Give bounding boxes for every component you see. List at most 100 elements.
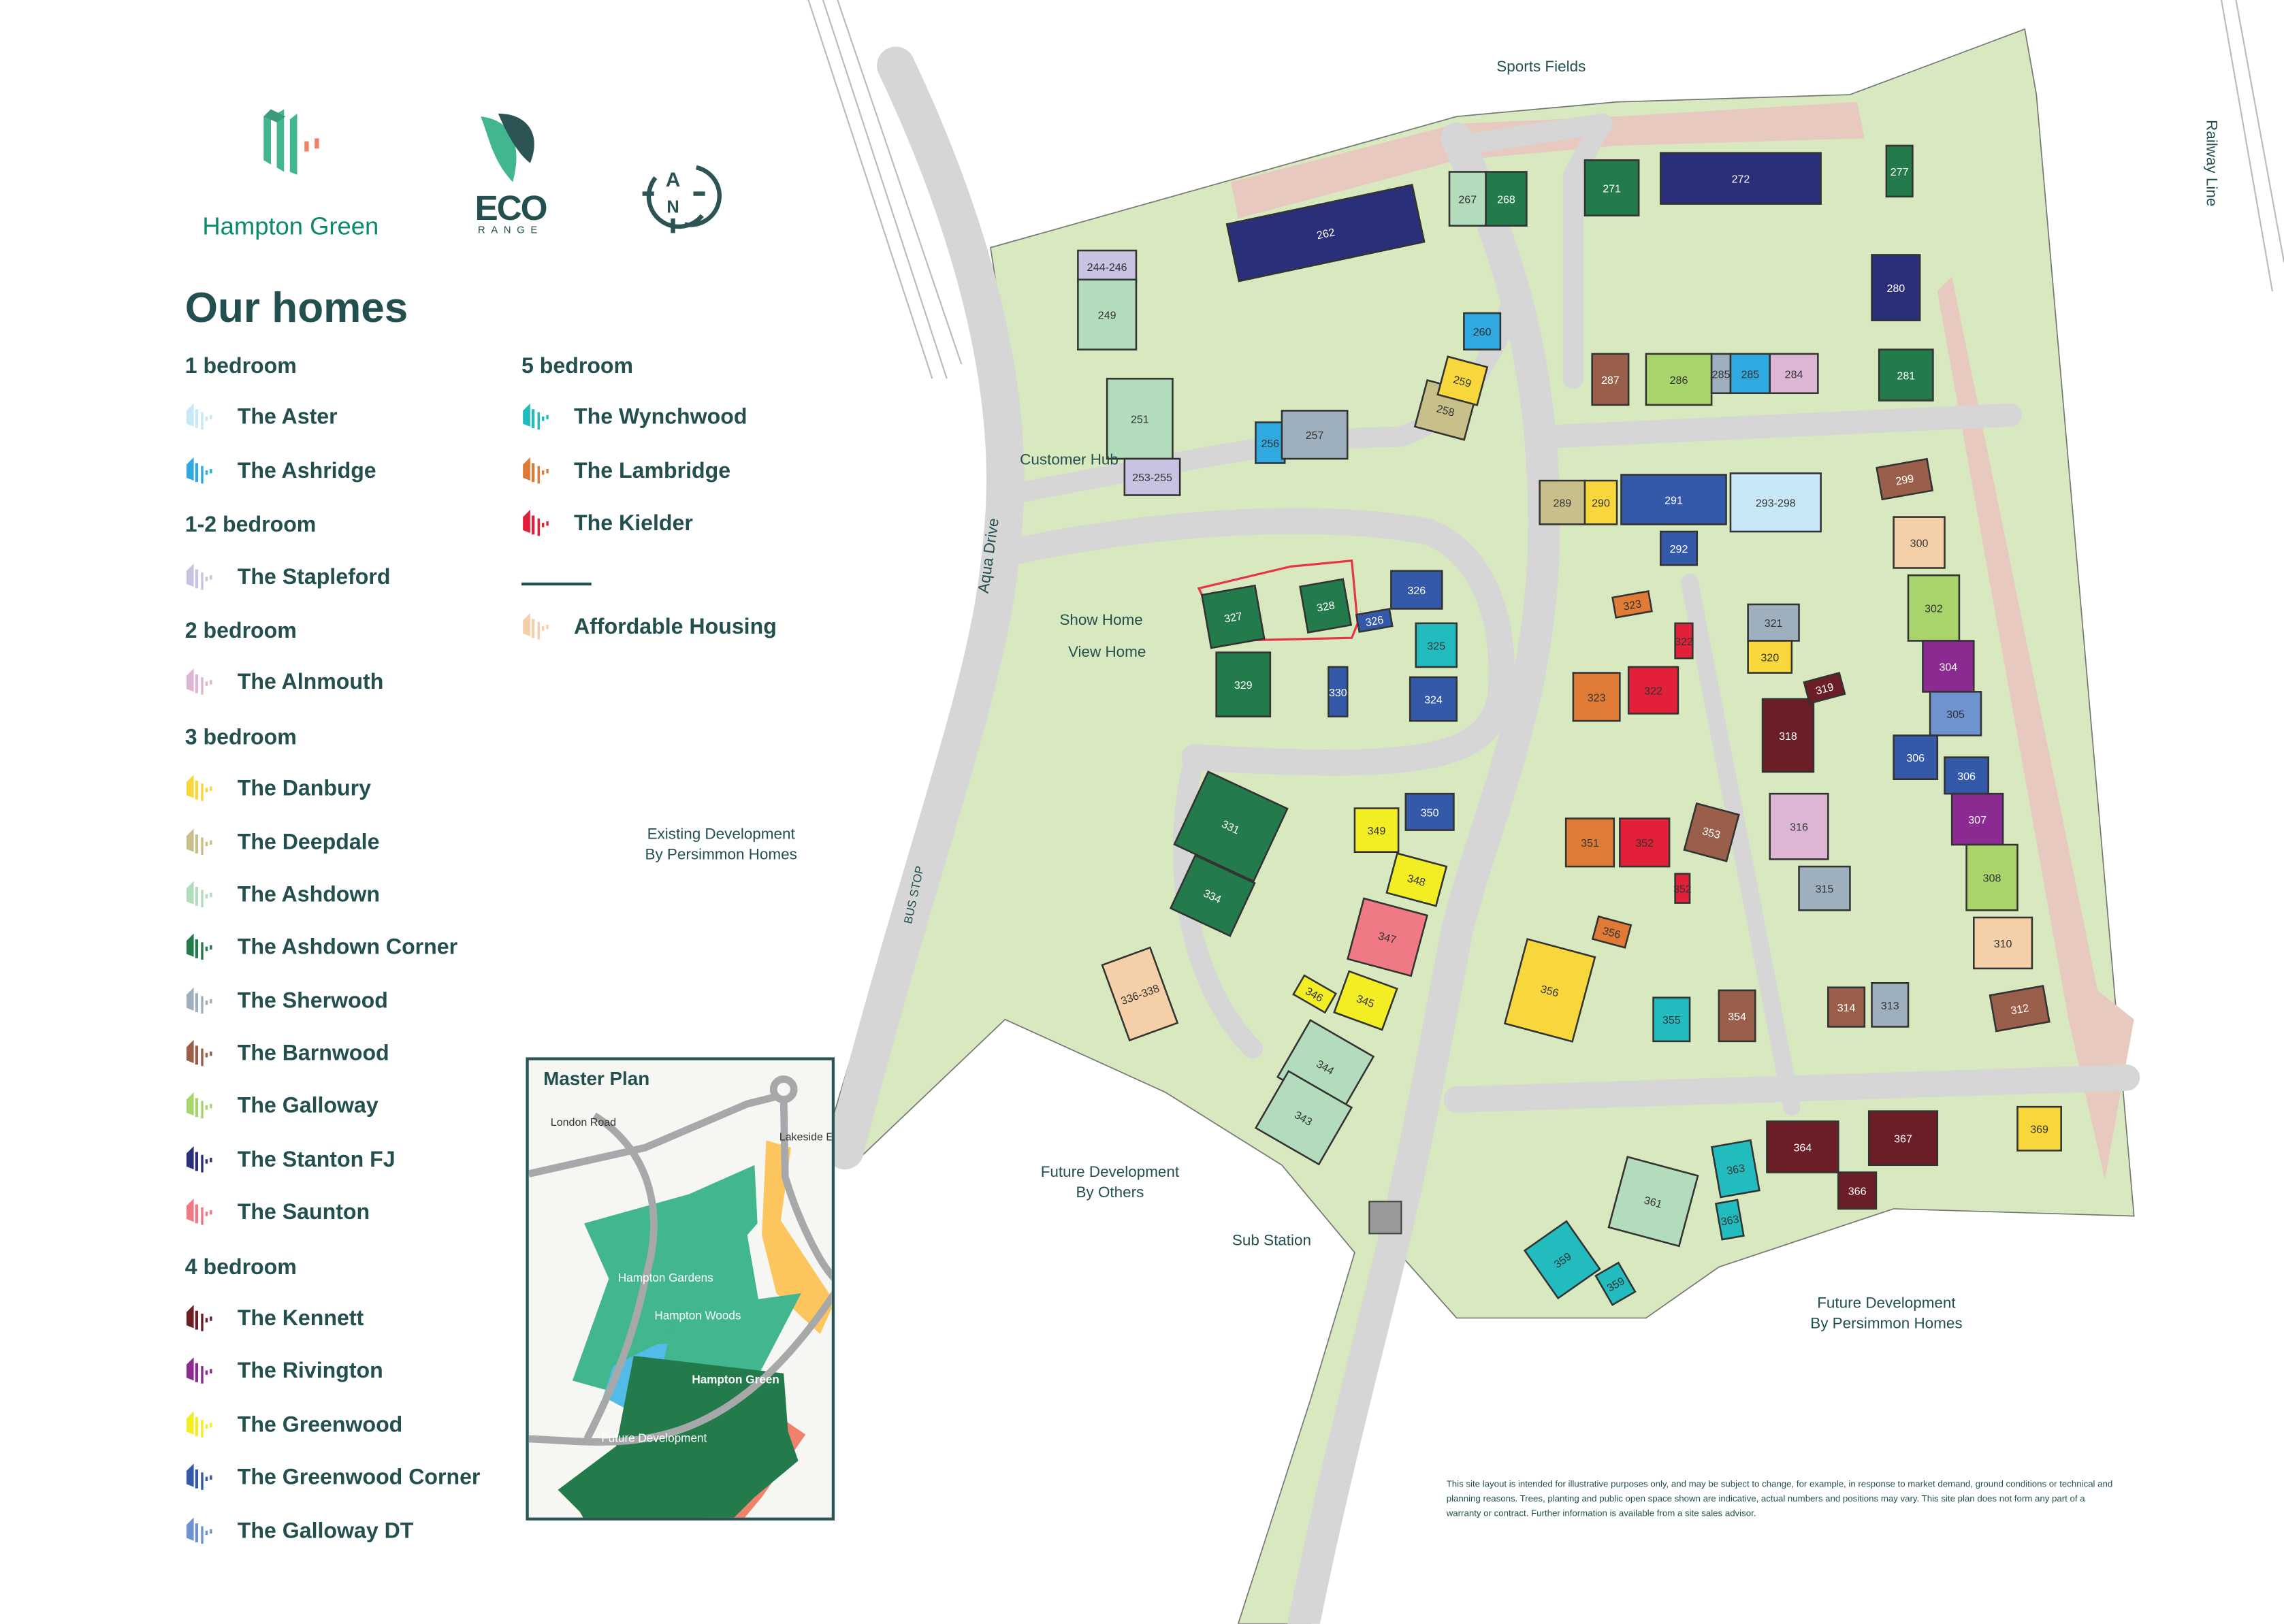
house-plot[interactable]: 351 bbox=[1564, 817, 1615, 868]
house-plot[interactable]: 318 bbox=[1761, 698, 1815, 773]
house-plot[interactable]: 262 bbox=[1225, 184, 1426, 282]
house-plot[interactable]: 251 bbox=[1106, 378, 1174, 460]
house-plot[interactable]: 363 bbox=[1714, 1199, 1745, 1241]
house-plot[interactable]: 268 bbox=[1485, 171, 1528, 227]
house-type-icon bbox=[185, 455, 217, 487]
house-plot[interactable]: 322 bbox=[1674, 622, 1694, 660]
house-plot[interactable]: 267 bbox=[1448, 171, 1487, 227]
house-plot[interactable]: 353 bbox=[1683, 802, 1740, 862]
house-plot[interactable]: 345 bbox=[1333, 970, 1398, 1031]
house-plot[interactable]: 321 bbox=[1747, 603, 1800, 642]
plot-number: 304 bbox=[1939, 661, 1957, 673]
house-plot[interactable]: 331 bbox=[1173, 770, 1289, 883]
house-plot[interactable]: 307 bbox=[1950, 792, 2004, 846]
legend-item: The Danbury bbox=[185, 773, 481, 826]
house-plot[interactable]: 367 bbox=[1867, 1110, 1939, 1167]
house-plot[interactable]: 305 bbox=[1929, 691, 1982, 736]
house-plot[interactable]: 271 bbox=[1583, 159, 1640, 216]
house-plot[interactable]: 334 bbox=[1169, 854, 1256, 937]
house-plot[interactable]: 277 bbox=[1885, 144, 1914, 198]
house-plot[interactable]: 284 bbox=[1769, 353, 1819, 395]
house-plot[interactable]: 369 bbox=[2016, 1105, 2062, 1152]
house-plot[interactable]: 348 bbox=[1385, 852, 1448, 907]
house-plot[interactable]: 319 bbox=[1803, 672, 1846, 705]
house-plot[interactable]: 306 bbox=[1893, 734, 1939, 781]
house-plot[interactable]: 354 bbox=[1718, 989, 1756, 1043]
house-plot[interactable]: 272 bbox=[1659, 152, 1822, 205]
house-plot[interactable]: 253-255 bbox=[1123, 457, 1181, 496]
house-plot[interactable]: 281 bbox=[1878, 348, 1934, 402]
house-plot[interactable]: 361 bbox=[1607, 1156, 1699, 1248]
house-plot[interactable]: 285 bbox=[1729, 353, 1771, 395]
plot-number: 330 bbox=[1329, 687, 1347, 699]
house-plot[interactable]: 312 bbox=[1989, 985, 2050, 1033]
house-plot[interactable]: 260 bbox=[1463, 312, 1502, 351]
house-plot[interactable]: 323 bbox=[1611, 590, 1653, 619]
house-plot[interactable]: 343 bbox=[1254, 1070, 1353, 1166]
house-plot[interactable]: 328 bbox=[1299, 578, 1353, 634]
east-road-mid bbox=[1681, 574, 1801, 1116]
house-plot[interactable]: 359 bbox=[1523, 1220, 1601, 1300]
house-plot[interactable]: 346 bbox=[1292, 974, 1338, 1014]
house-plot[interactable]: 257 bbox=[1281, 410, 1349, 460]
house-plot[interactable]: 359 bbox=[1594, 1261, 1637, 1306]
house-plot[interactable]: 352 bbox=[1673, 873, 1692, 904]
house-plot[interactable]: 259 bbox=[1436, 355, 1489, 406]
house-plot[interactable]: 290 bbox=[1583, 479, 1618, 525]
house-plot[interactable]: 302 bbox=[1907, 574, 1961, 642]
house-plot[interactable]: 364 bbox=[1766, 1120, 1839, 1173]
house-plot[interactable]: 299 bbox=[1876, 457, 1934, 501]
house-footprint bbox=[1390, 570, 1443, 610]
house-type-icon bbox=[185, 1516, 217, 1548]
house-plot[interactable]: 329 bbox=[1215, 651, 1272, 718]
house-plot[interactable]: 286 bbox=[1645, 353, 1713, 406]
house-plot[interactable]: 323 bbox=[1572, 672, 1621, 722]
house-plot[interactable]: 293-298 bbox=[1729, 472, 1822, 533]
house-plot[interactable]: 352 bbox=[1619, 817, 1671, 868]
house-plot[interactable]: 366 bbox=[1837, 1171, 1878, 1210]
house-plot[interactable]: 355 bbox=[1652, 996, 1691, 1043]
house-footprint bbox=[1627, 666, 1679, 715]
house-plot[interactable]: 349 bbox=[1353, 807, 1400, 854]
house-plot[interactable]: 280 bbox=[1871, 254, 1921, 322]
house-plot[interactable]: 356 bbox=[1503, 938, 1596, 1043]
house-plot[interactable]: 304 bbox=[1922, 640, 1975, 693]
house-plot[interactable]: 256 bbox=[1255, 421, 1286, 464]
house-plot[interactable]: 310 bbox=[1973, 916, 2033, 970]
house-plot[interactable]: 326 bbox=[1390, 570, 1443, 610]
house-footprint bbox=[1385, 852, 1448, 907]
house-plot[interactable]: 322 bbox=[1627, 666, 1679, 715]
house-type-icon bbox=[185, 668, 217, 700]
house-plot[interactable]: 326 bbox=[1355, 608, 1394, 633]
house-plot[interactable]: 285 bbox=[1710, 353, 1732, 395]
house-plot[interactable]: 249 bbox=[1077, 278, 1138, 351]
house-footprint bbox=[1973, 916, 2033, 970]
house-plot[interactable]: 291 bbox=[1620, 474, 1727, 525]
house-plot[interactable]: 336-338 bbox=[1101, 946, 1179, 1042]
house-plot[interactable]: 313 bbox=[1871, 982, 1910, 1028]
house-plot[interactable]: 324 bbox=[1409, 676, 1458, 722]
house-plot[interactable]: 347 bbox=[1347, 897, 1429, 977]
house-plot[interactable]: 356 bbox=[1591, 915, 1632, 949]
house-plot[interactable]: 287 bbox=[1591, 353, 1630, 406]
house-plot[interactable]: 300 bbox=[1893, 516, 1946, 569]
house-plot[interactable]: 363 bbox=[1711, 1139, 1760, 1199]
house-footprint bbox=[1448, 171, 1487, 227]
house-plot[interactable]: 314 bbox=[1827, 986, 1866, 1028]
house-plot[interactable]: 350 bbox=[1404, 792, 1455, 831]
house-plot[interactable]: 306 bbox=[1944, 756, 1989, 795]
house-footprint bbox=[1674, 873, 1691, 904]
house-plot[interactable]: 316 bbox=[1769, 792, 1829, 860]
house-plot[interactable]: 308 bbox=[1965, 843, 2018, 911]
house-footprint bbox=[1591, 915, 1632, 949]
house-plot[interactable]: 315 bbox=[1798, 865, 1851, 911]
house-plot[interactable]: 325 bbox=[1415, 622, 1458, 668]
house-plot[interactable]: 244-246 bbox=[1077, 249, 1138, 284]
house-plot[interactable]: 327 bbox=[1200, 584, 1266, 649]
house-plot[interactable]: 330 bbox=[1328, 666, 1349, 718]
house-plot[interactable]: 289 bbox=[1539, 479, 1586, 525]
house-plot[interactable]: 320 bbox=[1747, 640, 1793, 674]
house-type-icon bbox=[185, 1303, 217, 1335]
house-plot[interactable]: 292 bbox=[1659, 530, 1699, 566]
